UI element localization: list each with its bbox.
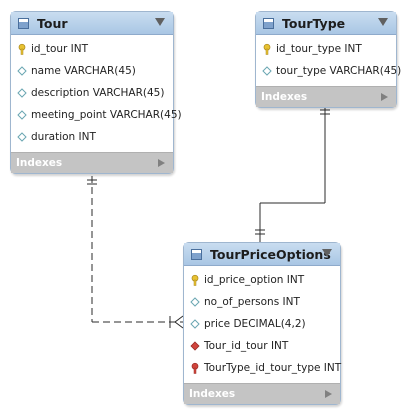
table-icon — [263, 17, 274, 29]
column-row[interactable]: no_of_persons INT — [184, 291, 340, 313]
indexes-section[interactable]: Indexes — [256, 86, 396, 107]
column-diamond-icon — [189, 297, 200, 308]
column-row[interactable]: id_tour_type INT — [256, 38, 396, 60]
collapse-arrow-icon[interactable] — [155, 18, 165, 26]
column-diamond-icon — [16, 88, 27, 99]
column-label: meeting_point VARCHAR(45) — [31, 109, 182, 121]
foreign-key-diamond-icon — [189, 341, 200, 352]
primary-key-icon — [16, 43, 27, 55]
expand-arrow-icon[interactable] — [158, 159, 165, 167]
column-row[interactable]: price DECIMAL(4,2) — [184, 313, 340, 335]
column-label: Tour_id_tour INT — [204, 340, 289, 352]
column-label: id_tour_type INT — [276, 43, 362, 55]
table-header[interactable]: TourPriceOptions — [184, 243, 340, 266]
column-row[interactable]: id_price_option INT — [184, 269, 340, 291]
indexes-section[interactable]: Indexes — [184, 383, 340, 404]
column-label: tour_type VARCHAR(45) — [276, 65, 402, 77]
indexes-label: Indexes — [189, 388, 236, 400]
column-label: name VARCHAR(45) — [31, 65, 136, 77]
collapse-arrow-icon[interactable] — [322, 249, 332, 257]
table-header[interactable]: Tour — [11, 12, 173, 35]
column-label: no_of_persons INT — [204, 296, 300, 308]
column-label: duration INT — [31, 131, 96, 143]
column-label: TourType_id_tour_type INT — [204, 362, 342, 374]
table-title: TourPriceOptions — [210, 246, 331, 262]
column-row[interactable]: duration INT — [11, 126, 173, 148]
indexes-label: Indexes — [261, 91, 308, 103]
column-diamond-icon — [16, 66, 27, 77]
column-row[interactable]: tour_type VARCHAR(45) — [256, 60, 401, 82]
column-row[interactable]: id_tour INT — [11, 38, 173, 60]
expand-arrow-icon[interactable] — [325, 390, 332, 398]
column-label: price DECIMAL(4,2) — [204, 318, 306, 330]
table-tourtype[interactable]: TourType id_tour_type INT tour_type VARCH… — [255, 11, 401, 108]
primary-key-icon — [189, 274, 200, 286]
column-list: id_tour INT name VARCHAR(45) description V… — [11, 35, 182, 152]
column-row[interactable]: description VARCHAR(45) — [11, 82, 173, 104]
crow-foot-mark — [174, 315, 184, 329]
relationship-tour-tourpriceoptions — [87, 176, 184, 329]
column-label: id_price_option INT — [204, 274, 305, 286]
column-diamond-icon — [16, 132, 27, 143]
column-label: description VARCHAR(45) — [31, 87, 165, 99]
foreign-key-icon — [189, 362, 200, 374]
collapse-arrow-icon[interactable] — [378, 18, 388, 26]
primary-key-icon — [261, 43, 272, 55]
table-icon — [191, 248, 202, 260]
indexes-label: Indexes — [16, 157, 63, 169]
table-icon — [18, 17, 29, 29]
column-list: id_tour_type INT tour_type VARCHAR(45) — [256, 35, 401, 86]
relationship-tourtype-tourpriceoptions — [255, 104, 330, 242]
column-diamond-icon — [261, 66, 272, 77]
column-diamond-icon — [16, 110, 27, 121]
column-list: id_price_option INT no_of_persons INT pric… — [184, 266, 342, 383]
table-title: Tour — [37, 15, 68, 31]
column-row[interactable]: name VARCHAR(45) — [11, 60, 173, 82]
column-label: id_tour INT — [31, 43, 89, 55]
column-row[interactable]: Tour_id_tour INT — [184, 335, 340, 357]
table-header[interactable]: TourType — [256, 12, 396, 35]
column-row[interactable]: meeting_point VARCHAR(45) — [11, 104, 182, 126]
table-tourpriceoptions[interactable]: TourPriceOptions id_price_option INT no_o… — [183, 242, 341, 405]
column-row[interactable]: TourType_id_tour_type INT — [184, 357, 342, 379]
expand-arrow-icon[interactable] — [381, 93, 388, 101]
column-diamond-icon — [189, 319, 200, 330]
indexes-section[interactable]: Indexes — [11, 152, 173, 173]
table-tour[interactable]: Tour id_tour INT name VARCHAR(45) descript… — [10, 11, 182, 174]
table-title: TourType — [282, 15, 346, 31]
